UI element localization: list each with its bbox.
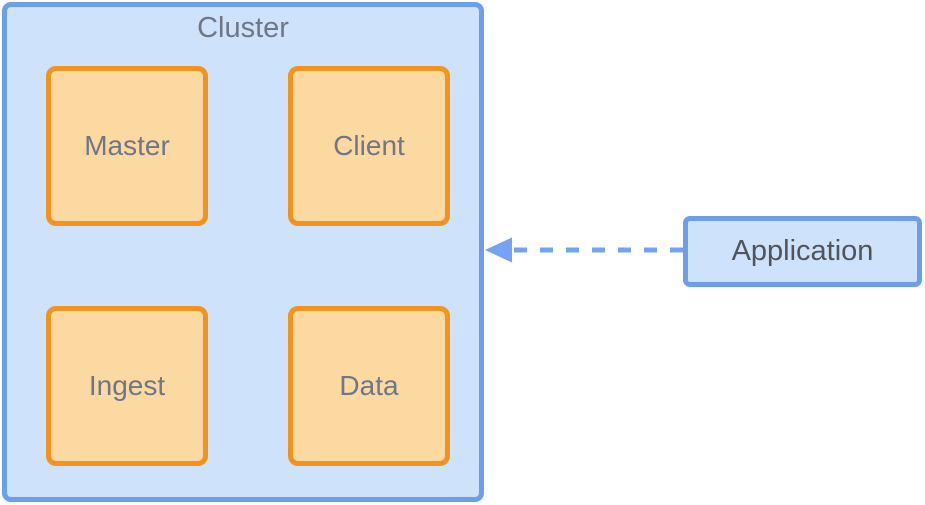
node-application: Application [683, 216, 922, 287]
node-data: Data [288, 306, 450, 466]
cluster-container: Cluster Master Client Ingest Data [2, 2, 484, 502]
node-master: Master [46, 66, 208, 226]
arrowhead-left-icon [485, 237, 512, 263]
cluster-title: Cluster [197, 12, 289, 44]
node-ingest-label: Ingest [88, 370, 166, 401]
node-master-label: Master [84, 130, 170, 161]
node-data-label: Data [339, 370, 399, 401]
node-application-label: Application [731, 235, 874, 267]
node-client-label: Client [333, 130, 405, 161]
node-ingest: Ingest [46, 306, 208, 466]
edge-application-to-cluster [485, 237, 683, 263]
node-client: Client [288, 66, 450, 226]
